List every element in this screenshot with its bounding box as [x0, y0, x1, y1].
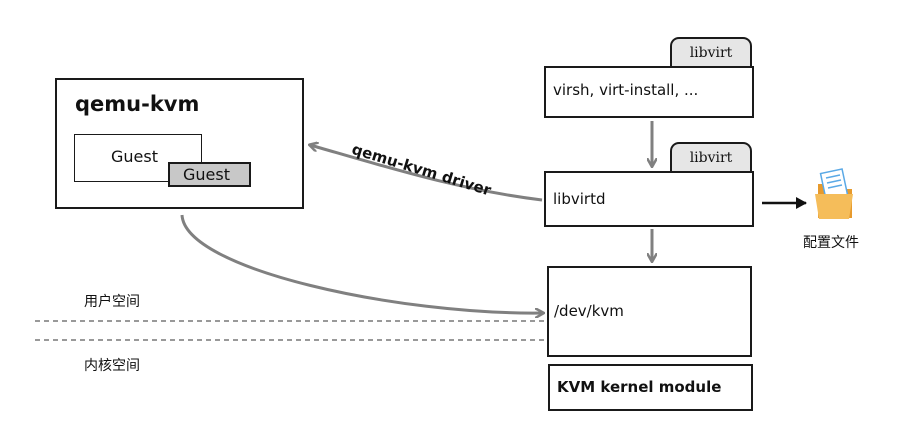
dev-kvm-label: /dev/kvm	[554, 302, 624, 320]
config-file-label: 配置文件	[803, 235, 859, 251]
guest-label-front: Guest	[183, 165, 230, 184]
libvirt-tools-box: virsh, virt-install, ...	[544, 66, 754, 118]
qemu-to-kvm-arrow	[180, 214, 543, 313]
qemu-kvm-title: qemu-kvm	[75, 92, 200, 116]
dev-kvm-box: /dev/kvm	[547, 266, 752, 357]
libvirtd-label: libvirtd	[553, 190, 606, 208]
kernel-space-label: 内核空间	[84, 358, 140, 374]
driver-arrow	[310, 145, 543, 202]
guest-box-front: Guest	[168, 162, 251, 187]
libvirtd-box: libvirtd	[544, 171, 754, 227]
kvm-kernel-module-label: KVM kernel module	[557, 378, 722, 396]
user-space-label: 用户空间	[84, 294, 140, 310]
folder-file-icon	[815, 168, 853, 219]
libvirt-tab-daemon: libvirt	[670, 142, 752, 172]
qemu-kvm-box: qemu-kvm Guest Guest	[55, 78, 304, 209]
libvirt-tab-tools: libvirt	[670, 37, 752, 67]
kvm-kernel-module-box: KVM kernel module	[548, 364, 753, 411]
libvirt-tools-label: virsh, virt-install, ...	[553, 81, 699, 99]
guest-box-back: Guest	[74, 134, 202, 182]
guest-label-back: Guest	[111, 147, 158, 166]
